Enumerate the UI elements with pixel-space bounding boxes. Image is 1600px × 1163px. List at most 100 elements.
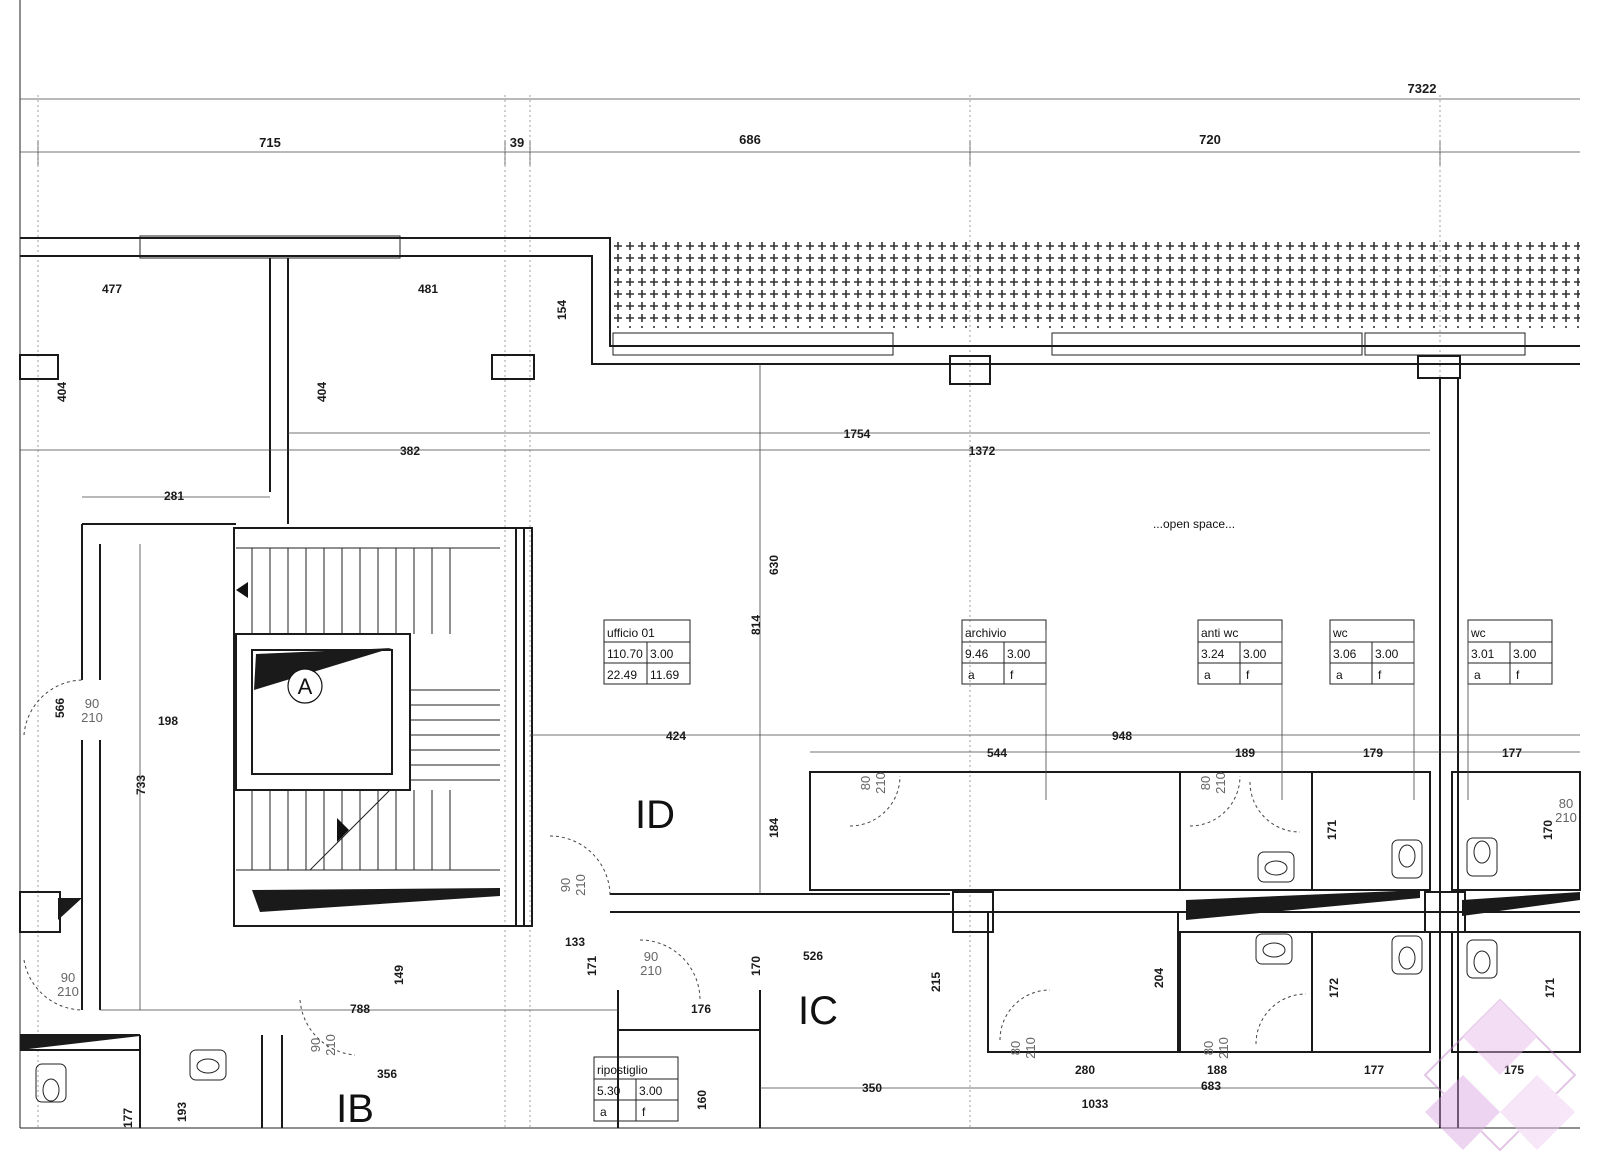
top-dim-720: 720: [1199, 132, 1221, 147]
north-wall: [20, 235, 1580, 365]
room-height: 3.00: [1375, 647, 1399, 661]
dim-label: 171: [585, 956, 599, 976]
room-name: ripostiglio: [597, 1063, 648, 1077]
room-name: archivio: [965, 626, 1007, 640]
dim-label: 733: [134, 775, 148, 795]
room-area: 3.06: [1333, 647, 1357, 661]
room-name: wc: [1470, 626, 1486, 640]
room-value-a: a: [1474, 668, 1481, 682]
door-height: 210: [57, 984, 79, 999]
door-height: 210: [1023, 1037, 1038, 1059]
room-area: 3.01: [1471, 647, 1495, 661]
zone-label-ib: IB: [336, 1087, 374, 1131]
dim-label: 788: [350, 1002, 370, 1016]
top-dim-715: 715: [259, 135, 281, 150]
dim-label: 170: [1541, 820, 1555, 840]
dim-label: 404: [315, 382, 329, 402]
dim-label: 171: [1325, 820, 1339, 840]
room-height: 3.00: [1513, 647, 1537, 661]
dim-label: 215: [929, 972, 943, 992]
room-area: 3.24: [1201, 647, 1225, 661]
room-value-f: f: [1010, 668, 1014, 682]
door-width: 80: [1198, 776, 1213, 790]
room-value-f: f: [642, 1105, 646, 1119]
dim-label: 133: [565, 935, 585, 949]
stair-marker-label: A: [298, 674, 313, 699]
dim-label: 189: [1235, 746, 1255, 760]
door-width: 80: [858, 776, 873, 790]
door-swings: [23, 679, 1307, 1056]
room-height: 3.00: [650, 647, 674, 661]
door-height: 210: [640, 963, 662, 978]
room-value-f: f: [1246, 668, 1250, 682]
top-dim-39: 39: [510, 135, 524, 150]
room-area: 9.46: [965, 647, 989, 661]
overall-dimension-label: 7322: [1408, 81, 1437, 96]
dim-label: 526: [803, 949, 823, 963]
dim-label: 184: [767, 818, 781, 838]
room-tag-anti-wc: anti wc 3.24 3.00 a f: [1197, 619, 1283, 800]
dim-label: 177: [1364, 1063, 1384, 1077]
top-dim-686: 686: [739, 132, 761, 147]
dim-label: 424: [666, 729, 686, 743]
door-height: 210: [573, 874, 588, 896]
stair-marker: A: [287, 668, 323, 704]
door-height: 210: [81, 710, 103, 725]
dim-label: 172: [1327, 978, 1341, 998]
room-value-f: f: [1516, 668, 1520, 682]
room-tag-ufficio: ufficio 01 110.70 3.00 22.49 11.69: [603, 619, 691, 685]
dim-label: 280: [1075, 1063, 1095, 1077]
room-height: 3.00: [639, 1084, 663, 1098]
dim-label: 149: [392, 965, 406, 985]
dim-label: 176: [691, 1002, 711, 1016]
room-height: 3.00: [1007, 647, 1031, 661]
dim-label: 170: [749, 956, 763, 976]
dim-label: 814: [749, 615, 763, 635]
wall-fills: [20, 648, 1580, 1050]
dim-label: 154: [555, 300, 569, 320]
room-tag-wc-2: wc 3.01 3.00 a f: [1467, 619, 1553, 800]
dim-label: 404: [55, 382, 69, 402]
dim-label: 1754: [844, 427, 871, 441]
room-area: 5.30: [597, 1084, 621, 1098]
room-value-a: a: [600, 1105, 607, 1119]
room-tag-wc-1: wc 3.06 3.00 a f: [1329, 619, 1415, 800]
door-width: 90: [308, 1038, 323, 1052]
watermark-logo: [1423, 998, 1577, 1152]
dim-label: 382: [400, 444, 420, 458]
interior-dimension-lines: [20, 364, 1580, 1089]
dim-label: 350: [862, 1081, 882, 1095]
door-width: 80: [1559, 796, 1573, 811]
dim-label: 1033: [1082, 1097, 1109, 1111]
dim-label: 204: [1152, 968, 1166, 988]
door-width: 90: [558, 878, 573, 892]
room-value-a: a: [1336, 668, 1343, 682]
dim-label: 356: [377, 1067, 397, 1081]
dim-label: 193: [175, 1102, 189, 1122]
room-name: wc: [1332, 626, 1348, 640]
interior-walls: [20, 258, 1581, 1128]
dim-label: 481: [418, 282, 438, 296]
zone-label-ic: IC: [798, 989, 838, 1033]
dim-label: 477: [102, 282, 122, 296]
dim-label: 177: [1502, 746, 1522, 760]
terrace-hatch: [612, 240, 1580, 328]
room-value-a: 22.49: [607, 668, 637, 682]
dim-label: 544: [987, 746, 1007, 760]
door-height: 210: [323, 1034, 338, 1056]
dim-label: 188: [1207, 1063, 1227, 1077]
door-width: 90: [85, 696, 99, 711]
overall-dimension-line: 7322: [20, 81, 1580, 100]
dim-label: 171: [1543, 978, 1557, 998]
zone-label-id: ID: [635, 793, 675, 837]
door-height: 210: [1555, 810, 1577, 825]
dim-label: 281: [164, 489, 184, 503]
dim-label: 630: [767, 555, 781, 575]
room-name: anti wc: [1201, 626, 1238, 640]
room-value-f: f: [1378, 668, 1382, 682]
door-height: 210: [1216, 1037, 1231, 1059]
room-value-a: a: [1204, 668, 1211, 682]
sanitary-fixtures: [35, 837, 1498, 1103]
room-area: 110.70: [607, 647, 643, 661]
dim-label: 566: [53, 698, 67, 718]
